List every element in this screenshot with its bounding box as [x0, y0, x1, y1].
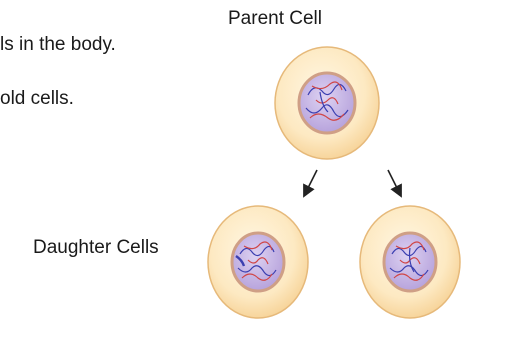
daughter-cell-right — [360, 206, 460, 318]
daughter-cell-left — [208, 206, 308, 318]
parent-cell — [275, 47, 379, 159]
arrow-left — [306, 170, 317, 192]
arrow-right — [388, 170, 399, 192]
